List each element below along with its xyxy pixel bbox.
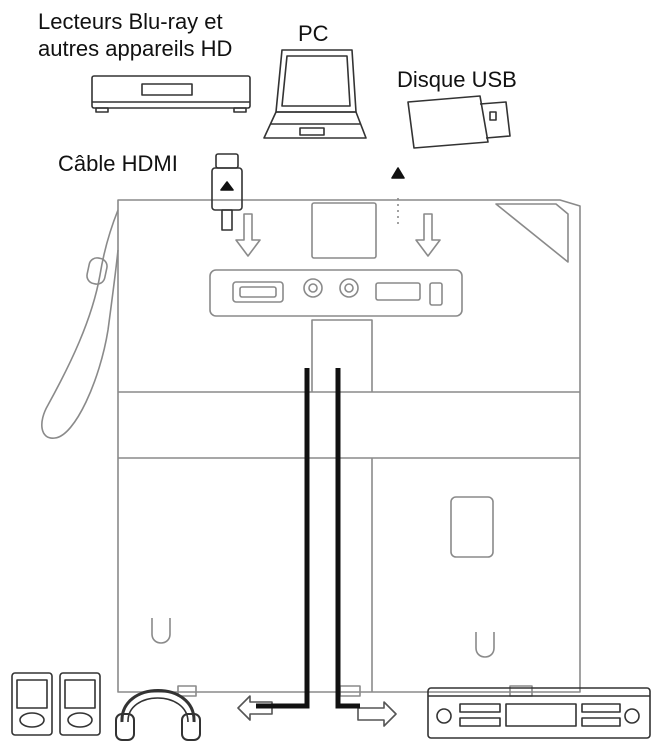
laptop-screen bbox=[275, 49, 357, 113]
foot-center bbox=[339, 685, 361, 697]
laptop-base bbox=[263, 111, 367, 139]
foot-hook-left bbox=[151, 618, 171, 644]
device-step-left bbox=[311, 319, 373, 392]
speaker-left bbox=[11, 672, 53, 736]
label-bluray-line2: autres appareils HD bbox=[38, 36, 233, 61]
bluray-player bbox=[91, 75, 251, 109]
label-hdmi-cable: Câble HDMI bbox=[58, 151, 178, 176]
usb-drive bbox=[407, 95, 489, 149]
audio-jack-2-core bbox=[344, 283, 354, 293]
receiver-display bbox=[505, 703, 577, 727]
foot-hook-right bbox=[475, 632, 495, 658]
laptop-screen-inner bbox=[281, 55, 351, 107]
av-receiver bbox=[427, 687, 651, 739]
usb-up-arrow bbox=[391, 167, 405, 179]
speaker-right bbox=[59, 672, 101, 736]
label-usb: Disque USB bbox=[397, 67, 517, 92]
hdmi-port-inner bbox=[239, 286, 277, 298]
hdmi-plug-head bbox=[215, 153, 239, 169]
usb-drive-plug bbox=[479, 101, 511, 139]
usb-port bbox=[375, 282, 421, 301]
hdmi-insert-arrow bbox=[235, 213, 261, 257]
bluray-display bbox=[141, 83, 193, 96]
corner-wedge bbox=[495, 203, 569, 263]
arrow-to-receiver bbox=[357, 701, 397, 727]
top-recess bbox=[311, 202, 377, 259]
hdmi-plug-tip bbox=[221, 209, 233, 231]
audio-jack-1-core bbox=[308, 283, 318, 293]
audio-jack-1 bbox=[303, 278, 323, 298]
label-bluray-line1: Lecteurs Blu-ray et bbox=[38, 9, 223, 34]
hdmi-port bbox=[232, 281, 284, 303]
small-port bbox=[429, 282, 443, 306]
laptop-touchpad bbox=[299, 127, 325, 136]
headphones-cup-left bbox=[115, 713, 135, 741]
audio-jack-2 bbox=[339, 278, 359, 298]
headphones-cup-right bbox=[181, 713, 201, 741]
device-outline bbox=[117, 199, 581, 693]
arrow-to-headphones bbox=[237, 695, 273, 721]
headphones-band bbox=[120, 689, 196, 723]
cable-left bbox=[256, 368, 310, 709]
strap bbox=[41, 209, 119, 439]
strap-clip bbox=[86, 257, 108, 285]
foot-left bbox=[177, 685, 197, 697]
label-pc: PC bbox=[298, 21, 329, 46]
label-bluray: Lecteurs Blu-ray et autres appareils HD bbox=[38, 8, 232, 62]
connector-panel bbox=[209, 269, 463, 317]
usb-insert-arrow bbox=[415, 213, 441, 257]
wall-mount-plate bbox=[450, 496, 494, 558]
cable-right bbox=[335, 368, 360, 709]
